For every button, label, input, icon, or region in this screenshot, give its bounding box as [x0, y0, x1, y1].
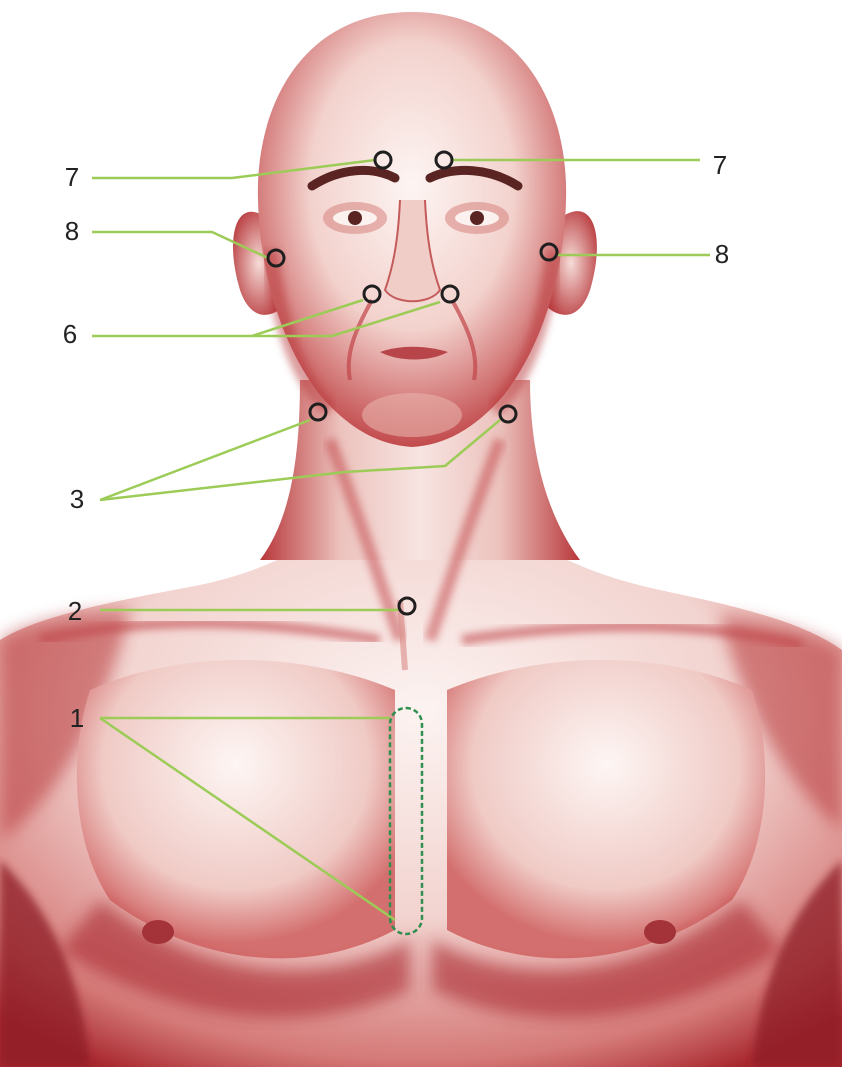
- label-brow-left: 7: [65, 162, 79, 192]
- label-ear-right: 8: [715, 239, 729, 269]
- label-jaw-angle: 3: [70, 484, 84, 514]
- label-sternum: 1: [70, 703, 84, 733]
- right-nipple: [644, 920, 676, 944]
- label-ear-left: 8: [65, 216, 79, 246]
- left-nipple: [142, 920, 174, 944]
- label-nasolabial: 6: [63, 319, 77, 349]
- torso: [0, 520, 842, 1067]
- head: [258, 12, 566, 447]
- label-jugular-notch: 2: [68, 596, 82, 626]
- label-brow-right: 7: [713, 150, 727, 180]
